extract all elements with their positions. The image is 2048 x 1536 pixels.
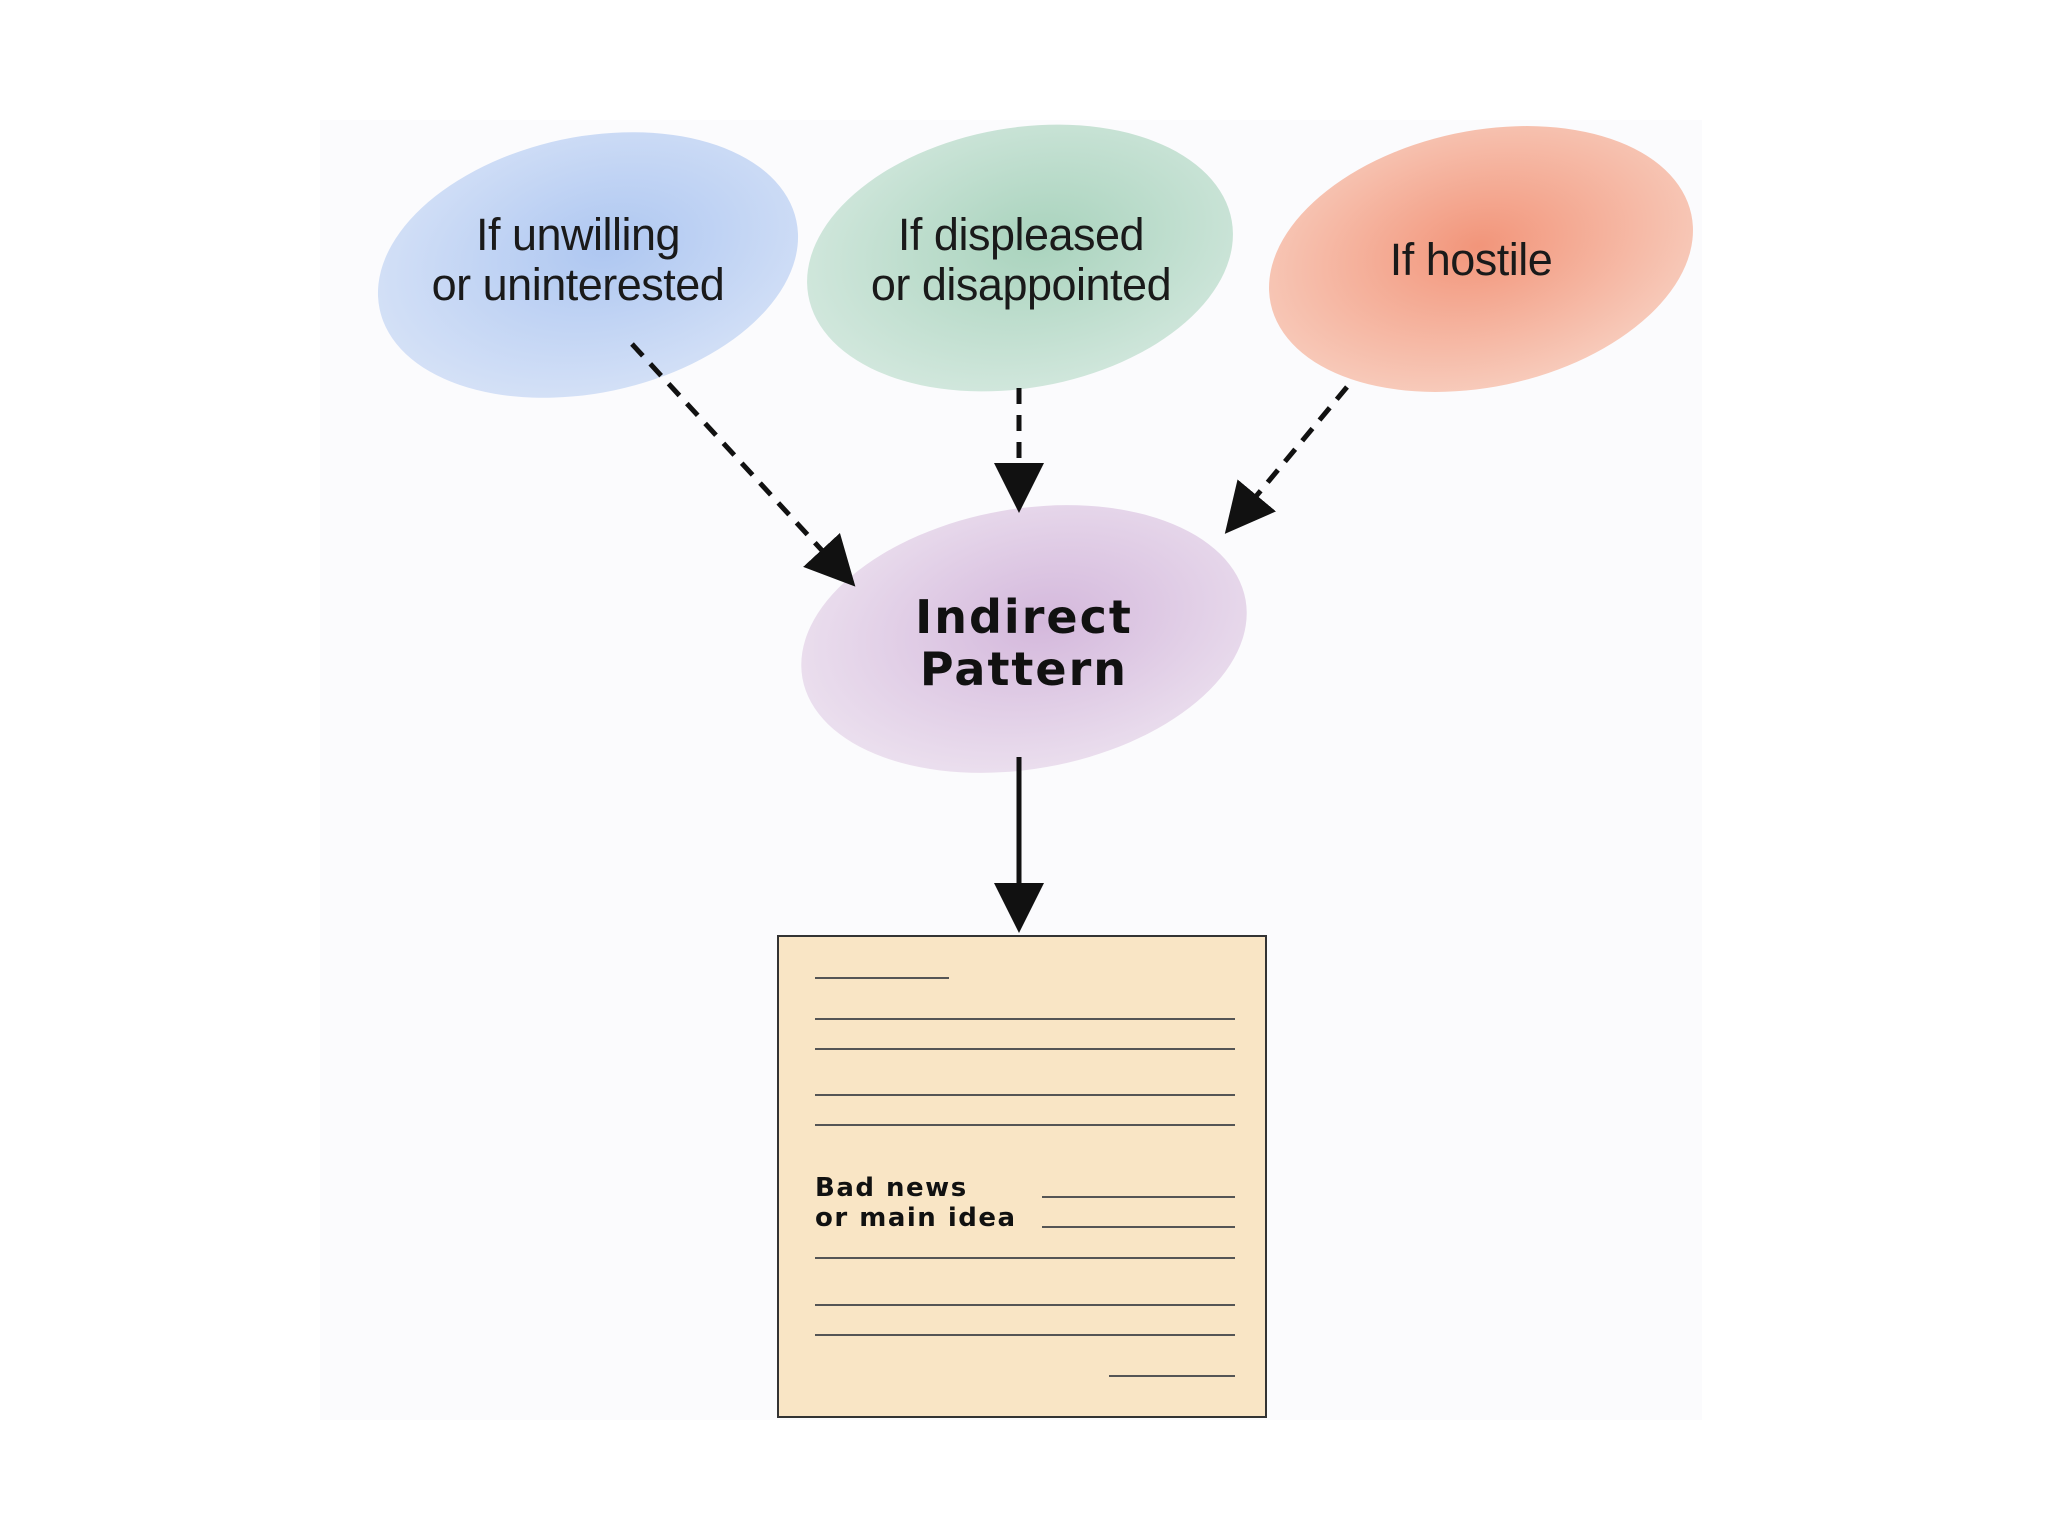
oval-hostile-line1: If hostile [1389,234,1553,285]
oval-hostile [1269,126,1693,392]
doc-line [815,1018,1235,1020]
oval-displeased-line2: or disappointed [870,259,1172,310]
doc-line [815,1094,1235,1096]
oval-indirect-pattern [801,505,1247,773]
indirect-pattern-label: Indirect Pattern [884,591,1164,695]
doc-line [1042,1226,1235,1228]
doc-line [815,1124,1235,1126]
oval-displeased-label: If displeased or disappointed [866,210,1176,310]
oval-hostile-label: If hostile [1336,235,1606,285]
doc-line [1042,1196,1235,1198]
bad-news-text: Bad news or main idea [815,1173,1017,1233]
indirect-pattern-line2: Pattern [919,642,1129,696]
bad-news-line1: Bad news [815,1173,968,1203]
doc-line [1109,1375,1235,1377]
arrow-hostile [1224,385,1349,534]
arrow-unwilling [630,342,856,587]
doc-line [815,977,949,979]
doc-line [815,1304,1235,1306]
doc-line [815,1257,1235,1259]
indirect-pattern-line1: Indirect [915,590,1133,644]
oval-unwilling-label: If unwilling or uninterested [428,210,728,310]
oval-displeased [807,124,1233,392]
doc-line [815,1048,1235,1050]
oval-displeased-line1: If displeased [897,209,1145,260]
letter-document: Bad news or main idea [777,935,1267,1418]
oval-unwilling [377,132,799,398]
oval-unwilling-line2: or uninterested [431,259,725,310]
doc-line [815,1334,1235,1336]
bad-news-line2: or main idea [815,1203,1017,1233]
oval-unwilling-line1: If unwilling [475,209,681,260]
